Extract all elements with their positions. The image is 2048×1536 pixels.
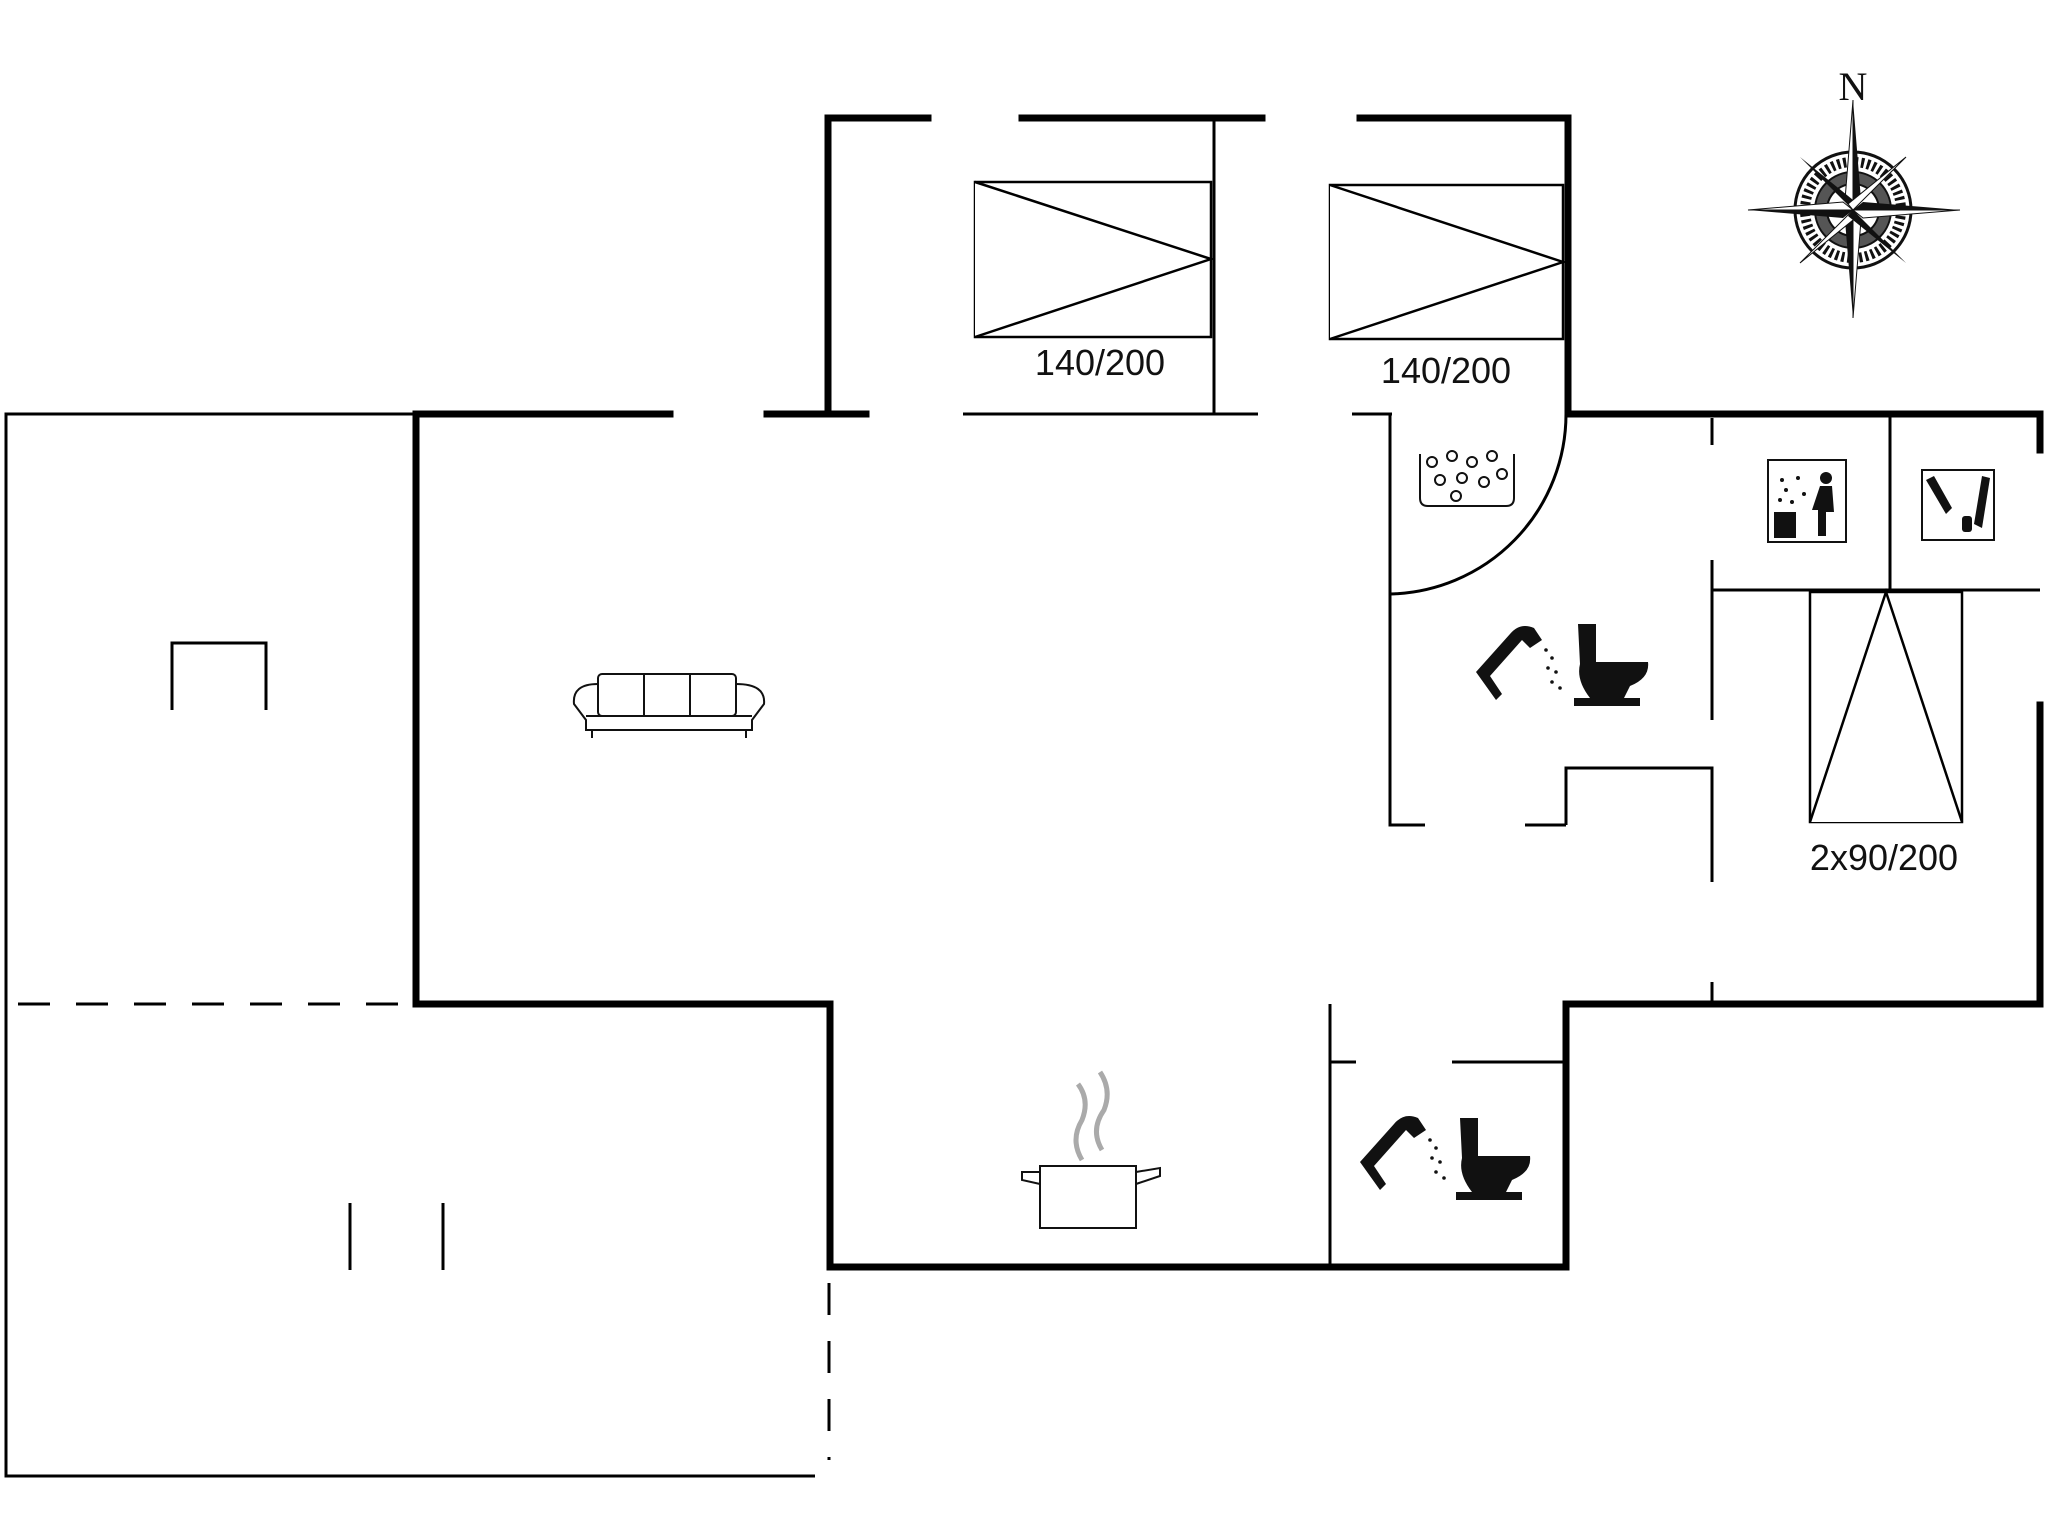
exterior-walls (412, 114, 2044, 1271)
bed-size-label: 140/200 (1035, 342, 1165, 383)
interior-walls (963, 118, 2040, 1267)
jacuzzi-icon (1419, 450, 1515, 507)
bed-size-label: 2x90/200 (1810, 837, 1958, 878)
steam-icon (1073, 1082, 1088, 1162)
toilet-icon (1574, 624, 1649, 706)
terrace-outline (4, 412, 831, 1478)
cooking-pot-icon (1021, 1070, 1161, 1229)
compass-rose-icon: N (1747, 64, 1961, 319)
sofa-icon (572, 673, 766, 738)
bed-2x90-200 (1808, 588, 1964, 824)
washing-machine-icon (1921, 469, 1995, 541)
shower-icon (1360, 1116, 1446, 1190)
sauna-icon (1767, 459, 1847, 543)
bed-140-200-left (973, 180, 1216, 339)
bed-140-200-right (1328, 183, 1567, 341)
bed-size-label: 140/200 (1381, 350, 1511, 391)
shower-icon (1476, 626, 1562, 700)
toilet-icon (1456, 1118, 1531, 1200)
